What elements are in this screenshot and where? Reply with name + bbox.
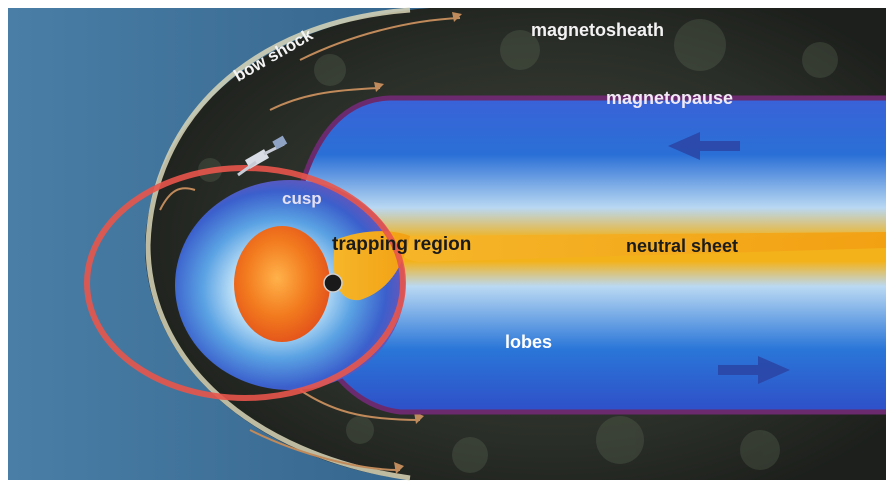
earth-icon [323,273,343,293]
magnetopause-label: magnetopause [606,88,733,108]
tail-flow-arrows [668,132,790,384]
flow-arrowheads [374,12,462,474]
cusp-label: cusp [282,189,322,208]
core-body [234,226,330,342]
spacecraft-icon [237,135,288,177]
neutral-sheet-band [398,232,886,262]
sheath-texture [198,19,838,473]
bow-shock-line [145,7,411,481]
neutral-sheet-label: neutral sheet [626,236,738,256]
plasma-flow-arrows [159,17,461,471]
trapping-region [333,231,410,301]
magnetosheath-label: magnetosheath [531,20,664,40]
trapping-region-label: trapping region [332,234,471,255]
lobes-label: lobes [505,332,552,352]
orbit-ring [84,165,406,401]
